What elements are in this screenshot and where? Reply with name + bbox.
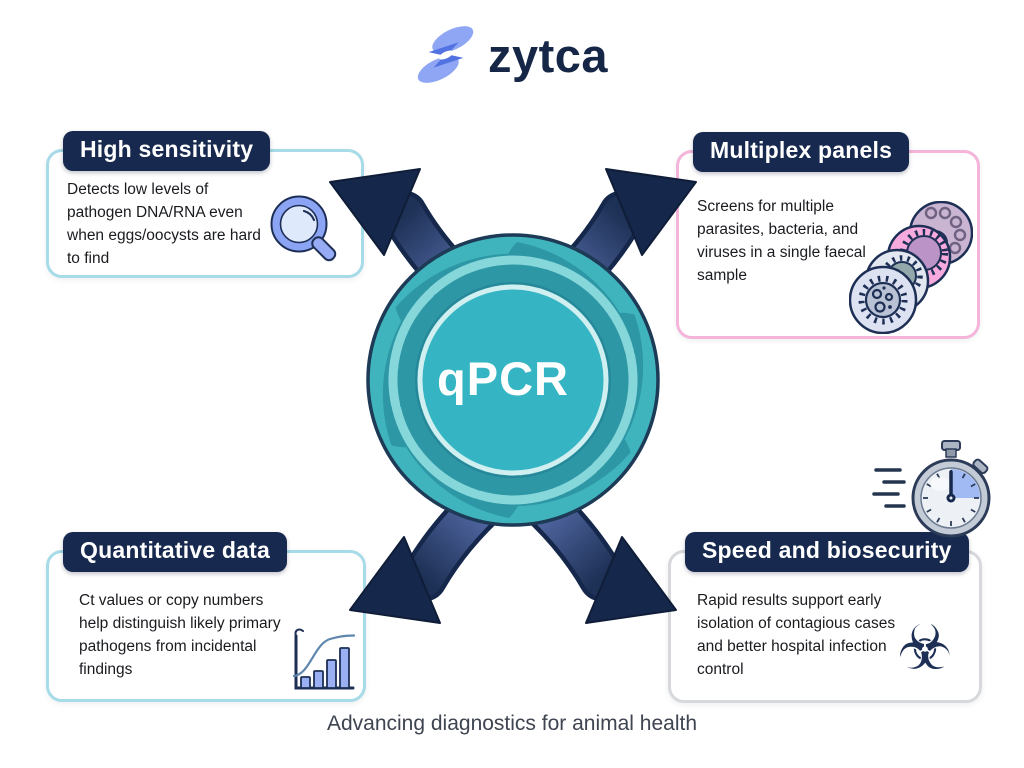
logo: zytca	[0, 26, 1024, 84]
arrow-bottom-left	[350, 474, 518, 623]
pathogen-stack-icon	[849, 201, 973, 334]
card-high-sensitivity: High sensitivity Detects low levels of p…	[46, 131, 364, 278]
card-body-quantitative-data: Ct values or copy numbers help distingui…	[79, 592, 281, 678]
arrow-top-right	[528, 169, 696, 318]
speed-lines-icon	[872, 468, 906, 508]
qpcr-center-label: qPCR	[437, 352, 569, 405]
card-body-speed-and-biosecurity: Rapid results support early isolation of…	[697, 592, 896, 678]
zytca-logo-icon	[417, 26, 474, 83]
arrow-bottom-right	[508, 474, 676, 623]
footer-tagline: Advancing diagnostics for animal health	[326, 712, 698, 735]
magnifier-icon	[270, 195, 337, 262]
amplification-chart-icon	[292, 628, 356, 690]
logo-text: zytca	[487, 28, 609, 82]
card-body-high-sensitivity: Detects low levels of pathogen DNA/RNA e…	[67, 181, 261, 267]
card-title-high-sensitivity: High sensitivity	[63, 131, 271, 171]
card-speed-and-biosecurity: Speed and biosecurity Rapid results supp…	[668, 532, 982, 703]
stopwatch-icon	[872, 434, 998, 551]
biohazard-icon: ☣	[897, 611, 953, 684]
card-title-multiplex-panels: Multiplex panels	[693, 132, 910, 172]
card-quantitative-data: Quantitative data Ct values or copy numb…	[46, 532, 366, 702]
card-title-quantitative-data: Quantitative data	[63, 532, 287, 572]
card-multiplex-panels: Multiplex panels Screens for multiple pa…	[676, 132, 980, 339]
card-title-speed-and-biosecurity: Speed and biosecurity	[685, 532, 969, 572]
